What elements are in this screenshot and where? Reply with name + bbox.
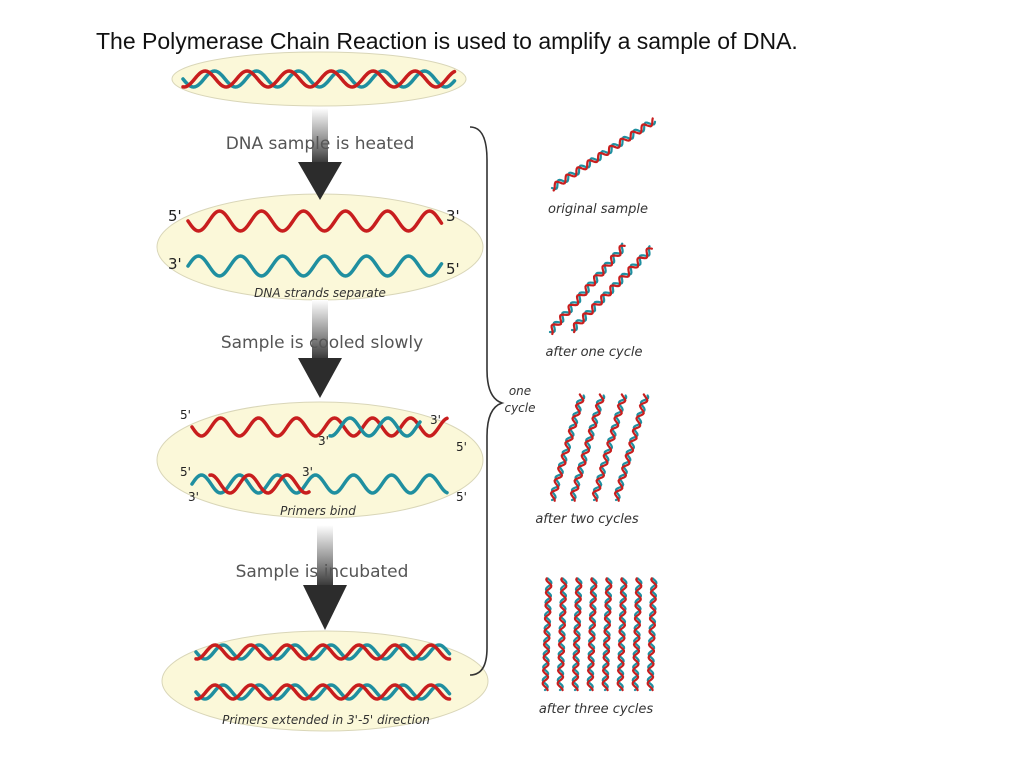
label-after-two-cycles: after two cycles (535, 512, 639, 527)
page-title: The Polymerase Chain Reaction is used to… (96, 28, 798, 54)
end-label: 3' (188, 490, 199, 504)
mini-three-3-red (586, 577, 598, 692)
arrow-incubated (303, 525, 347, 630)
separated-bottom-strand (186, 254, 444, 278)
end-label: 3' (168, 255, 182, 273)
mini-two-2-red (591, 393, 627, 502)
extended-helix-top-red (194, 643, 452, 661)
mini-three-5-red (616, 577, 628, 692)
mini-three-4-red (601, 577, 613, 692)
mini-one-b-red (572, 247, 653, 334)
cycle-label-line2: cycle (504, 401, 535, 415)
mini-two-0-red (549, 393, 585, 502)
arrow-cooled (298, 300, 342, 398)
mini-one-a-teal (548, 242, 624, 334)
mini-three-1-red (556, 577, 568, 692)
label-after-one-cycle: after one cycle (545, 345, 642, 360)
end-label: 3' (318, 434, 329, 448)
end-label: 3' (446, 207, 460, 225)
end-label: 5' (168, 207, 182, 225)
mini-two-3-teal (614, 394, 650, 502)
end-label: 5' (180, 408, 191, 422)
mini-three-6-red (631, 577, 643, 692)
mini-three-2-red (571, 577, 583, 692)
mini-two-3-red (613, 393, 649, 502)
step-cooled-label: Sample is cooled slowly (221, 333, 423, 353)
mini-two-1-teal (570, 394, 606, 502)
original-helix-teal (181, 69, 457, 89)
original-helix-red (181, 69, 457, 89)
mini-three-0-red (541, 577, 553, 692)
bind-top-strand (190, 416, 449, 438)
mini-original-red (552, 117, 654, 192)
extended-helix-bottom-red (194, 683, 452, 701)
mini-one-b-teal (570, 245, 651, 332)
bind-top-primer (328, 416, 422, 438)
mini-one-a-red (550, 244, 626, 336)
label-original-sample: original sample (548, 202, 648, 217)
mini-three-7-red (646, 577, 658, 692)
end-label: 5' (456, 440, 467, 454)
end-label: 3' (430, 413, 441, 427)
end-label: 5' (180, 465, 191, 479)
cycle-label-line1: one (509, 384, 531, 398)
mini-two-1-red (569, 393, 605, 502)
caption-separate: DNA strands separate (254, 286, 386, 300)
mini-two-2-teal (592, 394, 628, 502)
step-heated-label: DNA sample is heated (226, 134, 415, 154)
caption-bind: Primers bind (280, 504, 356, 518)
dna-strands (181, 69, 658, 701)
end-label: 5' (456, 490, 467, 504)
cycle-brace (469, 126, 505, 676)
separated-top-strand (186, 209, 444, 233)
label-after-three-cycles: after three cycles (539, 702, 654, 717)
mini-two-0-teal (550, 394, 586, 502)
arrow-heated (298, 108, 342, 200)
bind-bottom-strand (190, 473, 449, 495)
step-incubated-label: Sample is incubated (236, 562, 409, 582)
end-label: 3' (302, 465, 313, 479)
end-label: 5' (446, 260, 460, 278)
bind-bottom-primer (208, 473, 311, 495)
caption-extended: Primers extended in 3'-5' direction (222, 713, 430, 727)
separate-stage-ellipse (156, 193, 484, 301)
mini-original-teal (550, 120, 657, 191)
